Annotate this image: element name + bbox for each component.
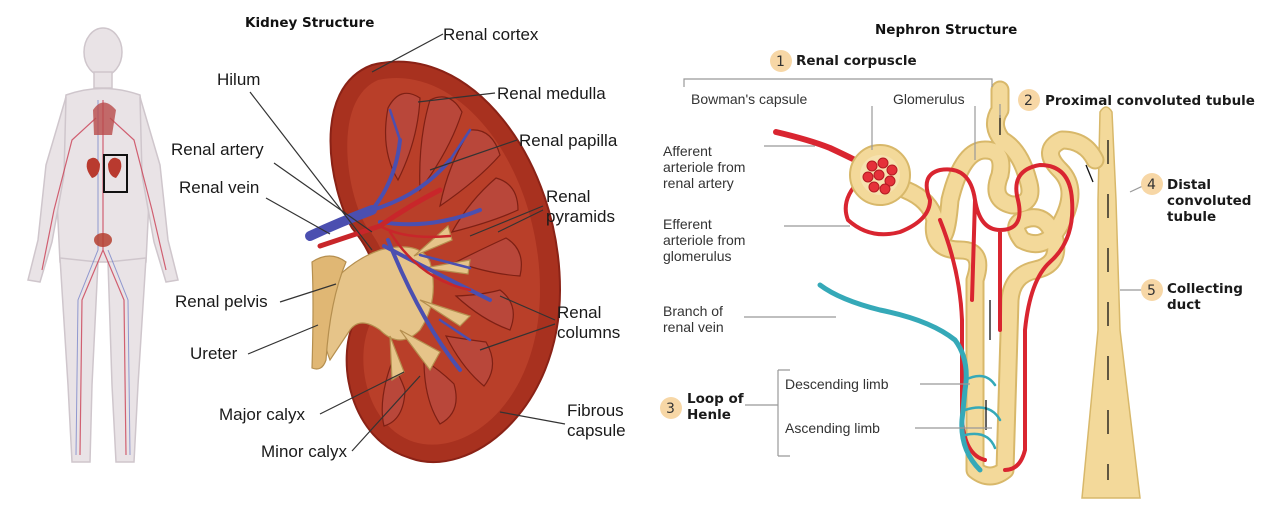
hilum-label: Hilum — [217, 70, 260, 89]
renal-papilla-label: Renal papilla — [519, 131, 618, 150]
loop-of-henle-label-1: Loop of — [687, 391, 744, 407]
kidney-structure-title: Kidney Structure — [245, 15, 374, 31]
renal-pyramids-label-1: Renal — [546, 187, 590, 206]
collecting-duct-label-2: duct — [1167, 297, 1201, 313]
renal-pelvis-label: Renal pelvis — [175, 292, 268, 311]
renal-columns-label-1: Renal — [557, 303, 601, 322]
branch-renal-vein-label-2: renal vein — [663, 319, 724, 335]
descending-limb-label: Descending limb — [785, 376, 889, 392]
human-body-figure — [28, 28, 178, 462]
minor-calyx-label: Minor calyx — [261, 442, 347, 461]
efferent-arteriole-label-2: arteriole from — [663, 232, 745, 248]
nephron-drawing — [776, 90, 1140, 498]
ureter-label: Ureter — [190, 344, 238, 363]
major-calyx-label: Major calyx — [219, 405, 305, 424]
nephron-part-2: 2 Proximal convoluted tubule — [1018, 89, 1255, 111]
branch-renal-vein-label-1: Branch of — [663, 303, 723, 319]
afferent-arteriole-label-1: Afferent — [663, 143, 712, 159]
renal-corpuscle-label: Renal corpuscle — [796, 53, 917, 69]
fibrous-capsule-label-2: capsule — [567, 421, 626, 440]
collecting-duct-label-1: Collecting — [1167, 281, 1243, 297]
renal-pyramids-label-2: pyramids — [546, 207, 615, 226]
renal-vein-label: Renal vein — [179, 178, 259, 197]
part-4-number: 4 — [1147, 177, 1156, 193]
efferent-arteriole-label-3: glomerulus — [663, 248, 731, 264]
renal-artery-label: Renal artery — [171, 140, 264, 159]
proximal-convoluted-tubule-label: Proximal convoluted tubule — [1045, 93, 1255, 109]
kidney-cross-section — [310, 62, 560, 462]
nephron-part-3: 3 Loop of Henle — [660, 391, 744, 423]
fibrous-capsule-label-1: Fibrous — [567, 401, 624, 420]
renal-corpuscle — [850, 145, 910, 205]
glomerulus-label: Glomerulus — [893, 91, 965, 107]
nephron-structure-title: Nephron Structure — [875, 22, 1017, 38]
bowmans-capsule-label: Bowman's capsule — [691, 91, 808, 107]
distal-tubule-label-3: tubule — [1167, 209, 1216, 225]
loop-of-henle-label-2: Henle — [687, 407, 731, 423]
afferent-arteriole-label-3: renal artery — [663, 175, 734, 191]
nephron-part-1: 1 Renal corpuscle — [770, 50, 917, 72]
ascending-limb-label: Ascending limb — [785, 420, 880, 436]
renal-medulla-label: Renal medulla — [497, 84, 606, 103]
part-3-number: 3 — [666, 401, 675, 417]
distal-tubule-label-2: convoluted — [1167, 193, 1251, 209]
renal-cortex-label: Renal cortex — [443, 25, 539, 44]
part-5-number: 5 — [1147, 283, 1156, 299]
nephron-part-5: 5 Collecting duct — [1141, 279, 1243, 313]
distal-tubule-label-1: Distal — [1167, 177, 1211, 193]
efferent-arteriole-label-1: Efferent — [663, 216, 712, 232]
afferent-arteriole-label-2: arteriole from — [663, 159, 745, 175]
part-1-number: 1 — [776, 54, 785, 70]
nephron-part-4: 4 Distal convoluted tubule — [1141, 173, 1251, 225]
part-2-number: 2 — [1024, 93, 1033, 109]
renal-columns-label-2: columns — [557, 323, 620, 342]
